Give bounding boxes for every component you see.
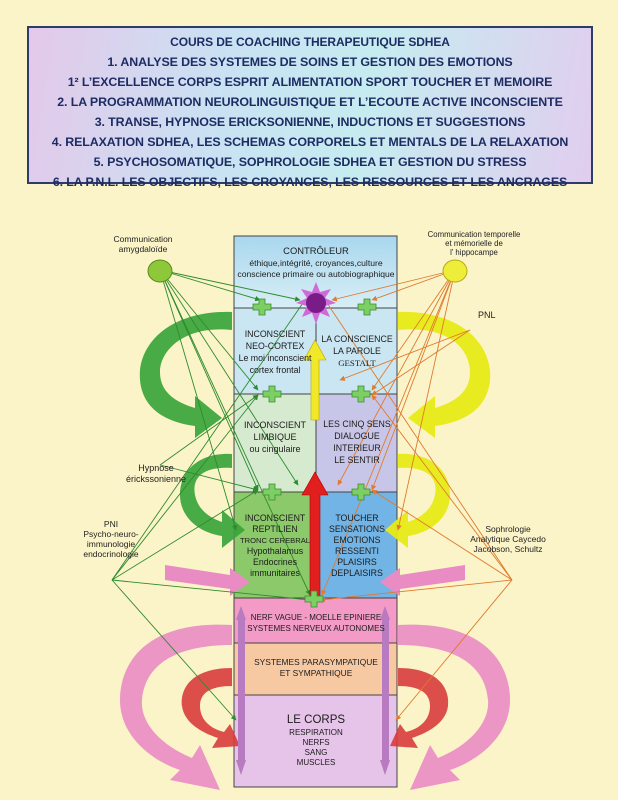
cross-connectors — [252, 298, 377, 608]
side-pink-arrows — [165, 565, 465, 596]
cross-icon — [351, 385, 371, 403]
amygdala-circle — [147, 259, 173, 283]
header-line-1: 1. ANALYSE DES SYSTEMES DE SOINS ET GEST… — [107, 55, 513, 69]
header-line-3: 3. TRANSE, HYPNOSE ERICKSONIENNE, INDUCT… — [94, 115, 526, 129]
block-parasympathique — [233, 642, 398, 696]
yellow-loop-arrows — [385, 311, 491, 548]
hippocampus-circle — [442, 259, 468, 283]
header-line-2: 2. LA PROGRAMMATION NEUROLINGUISTIQUE ET… — [57, 95, 563, 109]
header-line-4: 4. RELAXATION SDHEA, LES SCHEMAS CORPORE… — [51, 135, 569, 149]
pnl-label: PNL — [478, 310, 496, 320]
block-reptilien — [233, 491, 317, 599]
course-title-box: COURS DE COACHING THERAPEUTIQUE SDHEA 1.… — [27, 26, 593, 189]
cross-icon — [252, 298, 272, 316]
green-loop-arrows — [139, 311, 245, 548]
cross-icon — [262, 385, 282, 403]
cross-icon — [351, 483, 371, 501]
cross-icon — [304, 590, 324, 608]
red-up-arrow — [301, 471, 329, 599]
header-line-1b: 1² L’EXCELLENCE CORPS ESPRIT ALIMENTATIO… — [67, 75, 553, 89]
header-line-5: 5. PSYCHOSOMATIQUE, SOPHROLOGIE SDHEA ET… — [93, 155, 527, 169]
block-limbique — [233, 393, 317, 493]
block-neocortex — [233, 307, 317, 395]
cross-icon — [357, 298, 377, 316]
controleur-star-icon — [296, 282, 336, 324]
lilac-double-arrows — [236, 606, 390, 775]
header-line-title: COURS DE COACHING THERAPEUTIQUE SDHEA — [170, 35, 450, 49]
green-connectors — [111, 269, 311, 721]
yellow-up-arrow — [303, 339, 327, 421]
orange-connectors — [319, 269, 513, 721]
lower-loop-arrows — [120, 624, 510, 790]
cross-icon — [262, 483, 282, 501]
central-arrows — [236, 282, 390, 775]
header-line-6: 6. LA P.N.L. LES OBJECTIFS, LES CROYANCE… — [52, 175, 568, 189]
